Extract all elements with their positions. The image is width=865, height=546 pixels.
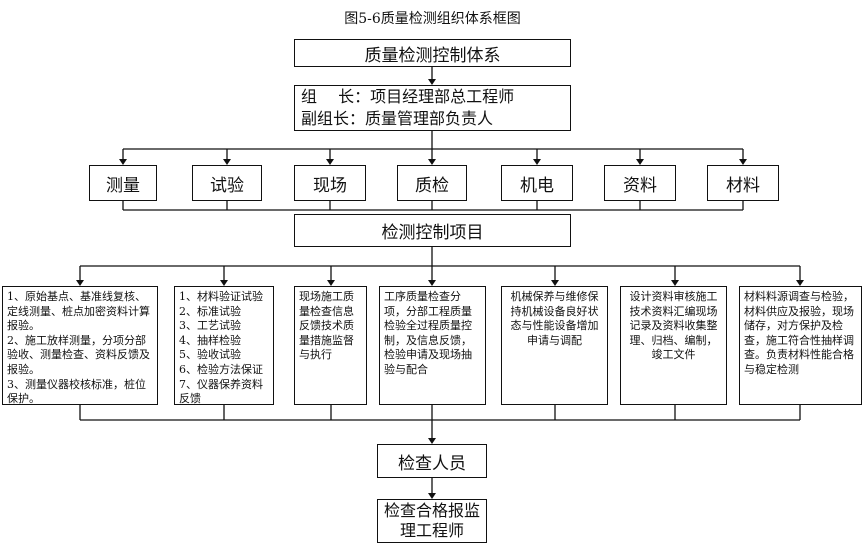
detail-line: 2、标准试验 [179, 304, 241, 318]
root-label: 质量检测控制体系 [364, 45, 501, 66]
department-label: 材料 [726, 175, 760, 196]
detail-line: 1、材料验证试验 [179, 290, 263, 303]
detail-line: 4、抽样检验 [179, 333, 241, 347]
detail-line: 6、检验方法保证 [179, 362, 263, 376]
inspector-node: 检查人员 [377, 444, 487, 478]
detail-line: 5、验收试验 [179, 348, 241, 362]
detail-line: 机械保养与维修保持机械设备良好状态与性能设备增加申请与调配 [510, 290, 599, 347]
detail-line: 3、测量仪器校核标准，桩位保护。 [7, 377, 146, 405]
detail-line: 1、原始基点、基准线复核、定线测量、桩点加密资料计算报验。 [7, 290, 150, 333]
detail-line: 3、工艺试验 [179, 319, 241, 333]
detail-line: 材料料源调查与检验，材料供应及报验，现场储存，对方保护及检查，施工符合性抽样调查… [744, 290, 854, 376]
department-label: 现场 [313, 175, 347, 196]
detail-node: 现场施工质量检查信息反馈技术质量措施监督与执行 [294, 286, 367, 405]
diagram-title: 图5-6质量检测组织体系框图 [344, 11, 521, 27]
project-node: 检测控制项目 [294, 214, 571, 247]
detail-line: 7、仪器保养资料反馈 [179, 377, 263, 405]
detail-node: 1、材料验证试验 2、标准试验 3、工艺试验 4、抽样检验 5、验收试验 6、检… [174, 286, 274, 405]
department-label: 机电 [520, 175, 554, 196]
final-label: 检查合格报监理工程师 [383, 501, 480, 540]
inspector-label: 检查人员 [398, 453, 466, 474]
detail-node: 机械保养与维修保持机械设备良好状态与性能设备增加申请与调配 [501, 286, 608, 405]
department-label: 资料 [623, 175, 657, 196]
detail-line: 2、施工放样测量，分项分部验收、测量检查、资料反馈及报验。 [7, 333, 150, 376]
department-label: 试验 [210, 175, 244, 196]
department-label: 测量 [106, 175, 140, 196]
root-node: 质量检测控制体系 [294, 39, 571, 67]
department-node: 资料 [604, 165, 676, 201]
detail-node: 工序质量检查分项，分部工程质量检验全过程质量控制，及信息反馈，检验申请及现场抽验… [379, 286, 486, 405]
department-node: 现场 [294, 165, 366, 201]
department-node: 质检 [397, 165, 467, 201]
detail-line: 设计资料审核施工技术资料汇编现场记录及资料收集整理、归档、编制，竣工文件 [629, 290, 718, 362]
department-node: 材料 [707, 165, 779, 201]
final-node: 检查合格报监理工程师 [377, 499, 487, 543]
department-node: 试验 [192, 165, 262, 201]
department-label: 质检 [415, 175, 449, 196]
leader-line: 组 长：项目经理部总工程师 [301, 87, 515, 106]
leaders-node: 组 长：项目经理部总工程师 副组长：质量管理部负责人 [294, 85, 571, 131]
detail-line: 现场施工质量检查信息反馈技术质量措施监督与执行 [299, 290, 354, 362]
detail-node: 设计资料审核施工技术资料汇编现场记录及资料收集整理、归档、编制，竣工文件 [620, 286, 727, 405]
leader-line: 副组长：质量管理部负责人 [301, 109, 494, 128]
detail-node: 1、原始基点、基准线复核、定线测量、桩点加密资料计算报验。 2、施工放样测量，分… [2, 286, 158, 405]
detail-line: 工序质量检查分项，分部工程质量检验全过程质量控制，及信息反馈，检验申请及现场抽验… [384, 290, 472, 376]
detail-node: 材料料源调查与检验，材料供应及报验，现场储存，对方保护及检查，施工符合性抽样调查… [739, 286, 862, 405]
project-label: 检测控制项目 [381, 223, 484, 243]
department-node: 测量 [89, 165, 157, 201]
department-node: 机电 [501, 165, 573, 201]
